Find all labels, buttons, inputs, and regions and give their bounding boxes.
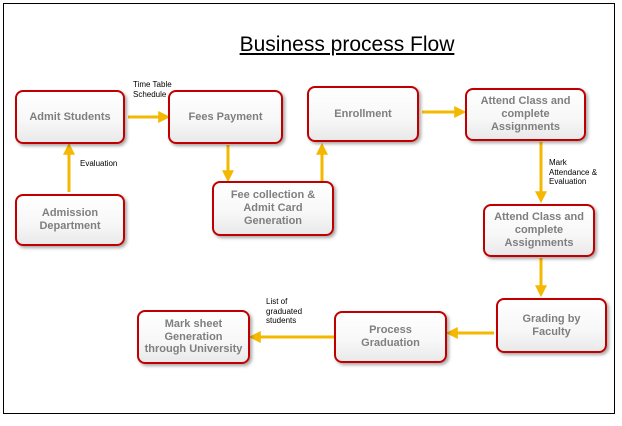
grading-by-faculty-node: Grading by Faculty [496,298,607,353]
label-timetable-schedule: Time Table Schedule [133,80,172,99]
attend-class-node-2: Attend Class and complete Assignments [483,204,595,257]
process-graduation-node: Process Graduation [334,311,447,363]
attend-class-node-1: Attend Class and complete Assignments [465,88,586,141]
label-mark-attendance: Mark Attendance & Evaluation [549,158,598,187]
admit-students-node: Admit Students [15,90,125,144]
enrollment-node: Enrollment [307,86,419,142]
diagram-title: Business process Flow [239,33,455,56]
label-evaluation: Evaluation [80,159,118,168]
fee-collection-node: Fee collection & Admit Card Generation [212,181,334,236]
mark-sheet-node: Mark sheet Generation through University [137,310,250,364]
admission-department-node: Admission Department [15,194,125,246]
fees-payment-node: Fees Payment [168,90,283,144]
label-graduated-students: List of graduated students [266,297,303,326]
